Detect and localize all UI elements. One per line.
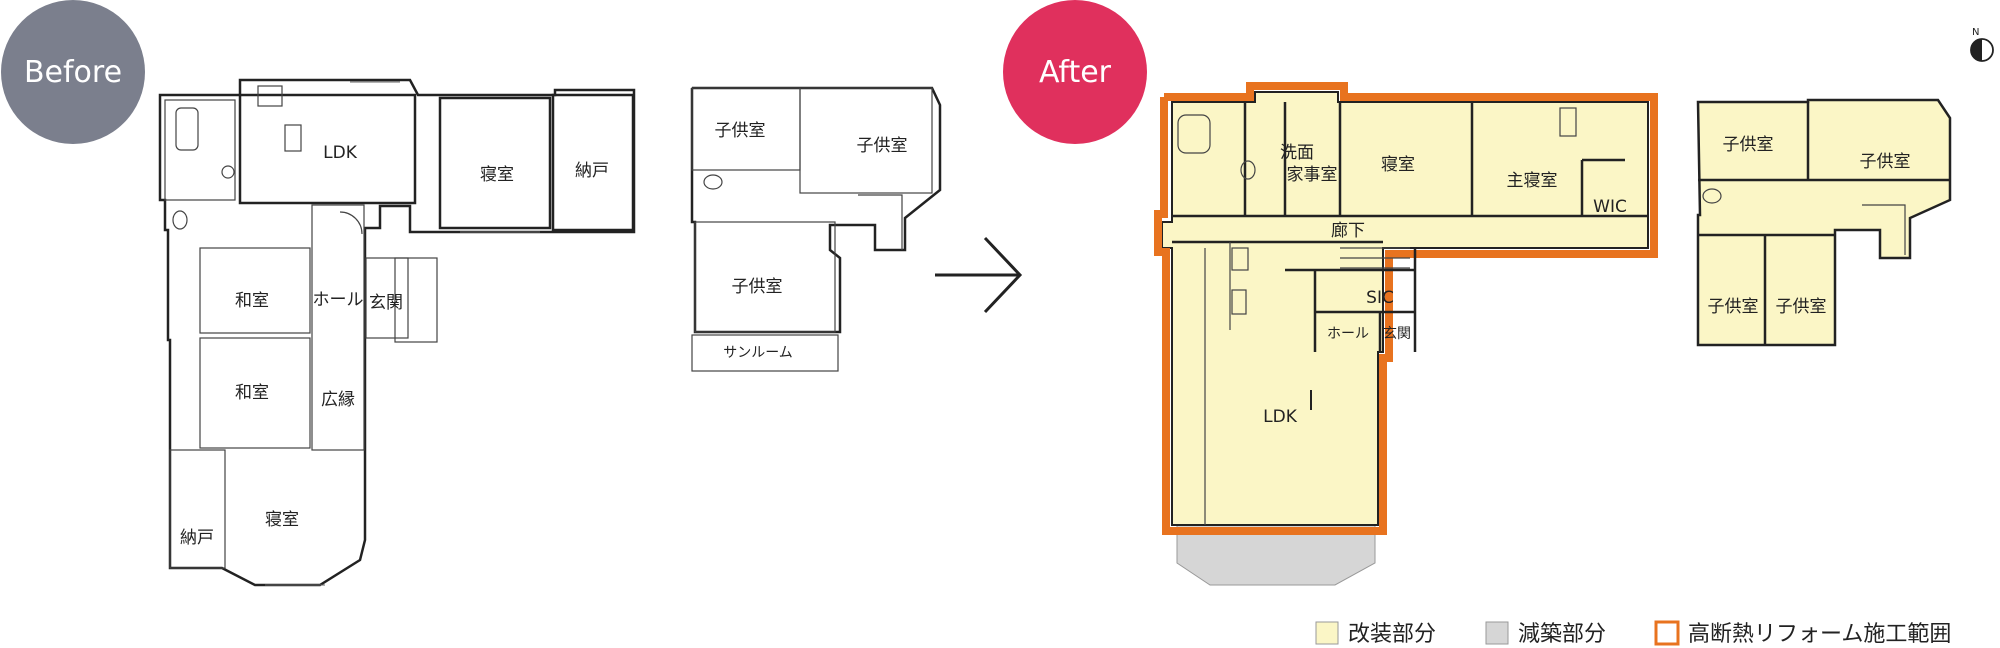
before-bath-area xyxy=(164,99,236,201)
before-washitsu-1 xyxy=(199,247,311,334)
before-sunroom xyxy=(691,334,839,372)
compass-north-label: N xyxy=(1972,27,1979,38)
before-hall-engawa xyxy=(311,204,365,451)
before-ldk-label: LDK xyxy=(323,143,358,163)
before-porch xyxy=(394,257,438,343)
arrow-head xyxy=(983,236,1023,314)
before-sunroom-label: サンルーム xyxy=(723,345,793,361)
after-sic-label: SIC xyxy=(1366,288,1394,308)
after-ldk-label: LDK xyxy=(1263,407,1298,427)
after-sink-icon xyxy=(1231,289,1247,315)
legend-renovated-label: 改装部分 xyxy=(1348,622,1436,647)
after-ground-floor-plan: 洗面 家事室 寝室 主寝室 WIC 廊下 SIC ホール 玄関 LDK xyxy=(1154,82,1658,586)
legend-reduced-swatch xyxy=(1485,621,1509,645)
compass-needle xyxy=(1971,39,1982,61)
after-bedroom-label: 寝室 xyxy=(1381,154,1415,175)
before-badge-circle xyxy=(1,0,145,144)
before-kids-2-room xyxy=(799,87,933,194)
before-storage-bottom-label: 納戸 xyxy=(180,528,214,548)
legend-renovated-swatch xyxy=(1315,621,1339,645)
after-insulation-outline xyxy=(1154,82,1658,535)
before-stair-curve xyxy=(339,211,363,235)
before-ldk-room xyxy=(238,93,417,205)
after-upper-kids-4-label: 子供室 xyxy=(1776,297,1827,317)
after-toilet-icon xyxy=(1240,160,1256,180)
before-genkan-label: 玄関 xyxy=(369,293,403,313)
before-bedroom-bottom-label: 寝室 xyxy=(265,509,299,530)
before-storage-label: 納戸 xyxy=(575,161,609,181)
after-bathtub-icon xyxy=(1177,114,1211,154)
legend-reduced-label: 減築部分 xyxy=(1518,622,1606,647)
before-bedroom-room xyxy=(438,96,552,230)
before-ground-outline xyxy=(158,78,636,587)
north-compass: N xyxy=(1970,27,1994,62)
after-genkan-label: 玄関 xyxy=(1383,325,1411,342)
before-badge: Before xyxy=(1,0,145,144)
after-laundry-label-1: 洗面 xyxy=(1280,143,1314,163)
before-upper-floor-plan: 子供室 子供室 子供室 サンルーム xyxy=(690,86,942,372)
after-corridor-label: 廊下 xyxy=(1331,221,1365,241)
before-upper-kids-1-label: 子供室 xyxy=(715,121,766,141)
before-ground-floor-plan: LDK 寝室 納戸 和室 ホール 玄関 和室 広縁 納戸 寝室 xyxy=(158,78,636,587)
after-laundry-label-2: 家事室 xyxy=(1287,165,1338,185)
before-washitsu-2 xyxy=(199,337,311,449)
after-upper-kids-3-label: 子供室 xyxy=(1708,297,1759,317)
after-closet-icon xyxy=(1559,107,1577,137)
after-upper-floor-plan: 子供室 子供室 子供室 子供室 xyxy=(1696,98,1952,347)
after-upper-stair xyxy=(1862,204,1906,255)
before-engawa-label: 広縁 xyxy=(321,390,355,410)
before-sink-icon xyxy=(284,124,302,152)
legend-insulation-label: 高断熱リフォーム施工範囲 xyxy=(1688,622,1951,647)
after-badge-label: After xyxy=(1039,55,1112,90)
legend: 改装部分 減築部分 高断熱リフォーム施工範囲 xyxy=(1315,620,1951,647)
after-stove-icon xyxy=(1231,247,1249,271)
after-wic-label: WIC xyxy=(1593,197,1627,217)
after-badge-circle xyxy=(1003,0,1147,144)
before-upper-stair xyxy=(858,194,903,250)
before-storage-bottom xyxy=(169,449,226,569)
after-upper-kids-2-label: 子供室 xyxy=(1860,152,1911,172)
before-bedroom-label: 寝室 xyxy=(480,164,514,185)
before-hall-label: ホール xyxy=(313,290,364,310)
before-upper-toilet-icon xyxy=(703,174,723,190)
after-upper-toilet-icon xyxy=(1702,188,1722,204)
before-upper-kids-3-label: 子供室 xyxy=(732,277,783,297)
before-badge-label: Before xyxy=(24,55,122,90)
before-toilet-icon xyxy=(172,210,188,230)
before-after-arrow xyxy=(935,236,1023,314)
before-storage-room xyxy=(551,93,635,232)
before-washitsu-2-label: 和室 xyxy=(235,383,269,403)
before-kids-3-room xyxy=(694,221,836,333)
before-washitsu-1-label: 和室 xyxy=(235,291,269,311)
before-genkan xyxy=(365,257,409,339)
before-basin-icon xyxy=(221,165,235,179)
after-upper-outline xyxy=(1696,98,1952,347)
before-bathtub-icon xyxy=(175,107,199,151)
before-stove-icon xyxy=(257,85,283,107)
before-upper-kids-2-label: 子供室 xyxy=(857,136,908,156)
legend-insulation-swatch xyxy=(1654,620,1680,646)
after-badge: After xyxy=(1003,0,1147,144)
after-master-label: 主寝室 xyxy=(1507,170,1558,191)
after-upper-kids-1-label: 子供室 xyxy=(1723,135,1774,155)
after-stair-icon xyxy=(1340,247,1410,269)
after-hall-label: ホール xyxy=(1327,326,1369,342)
